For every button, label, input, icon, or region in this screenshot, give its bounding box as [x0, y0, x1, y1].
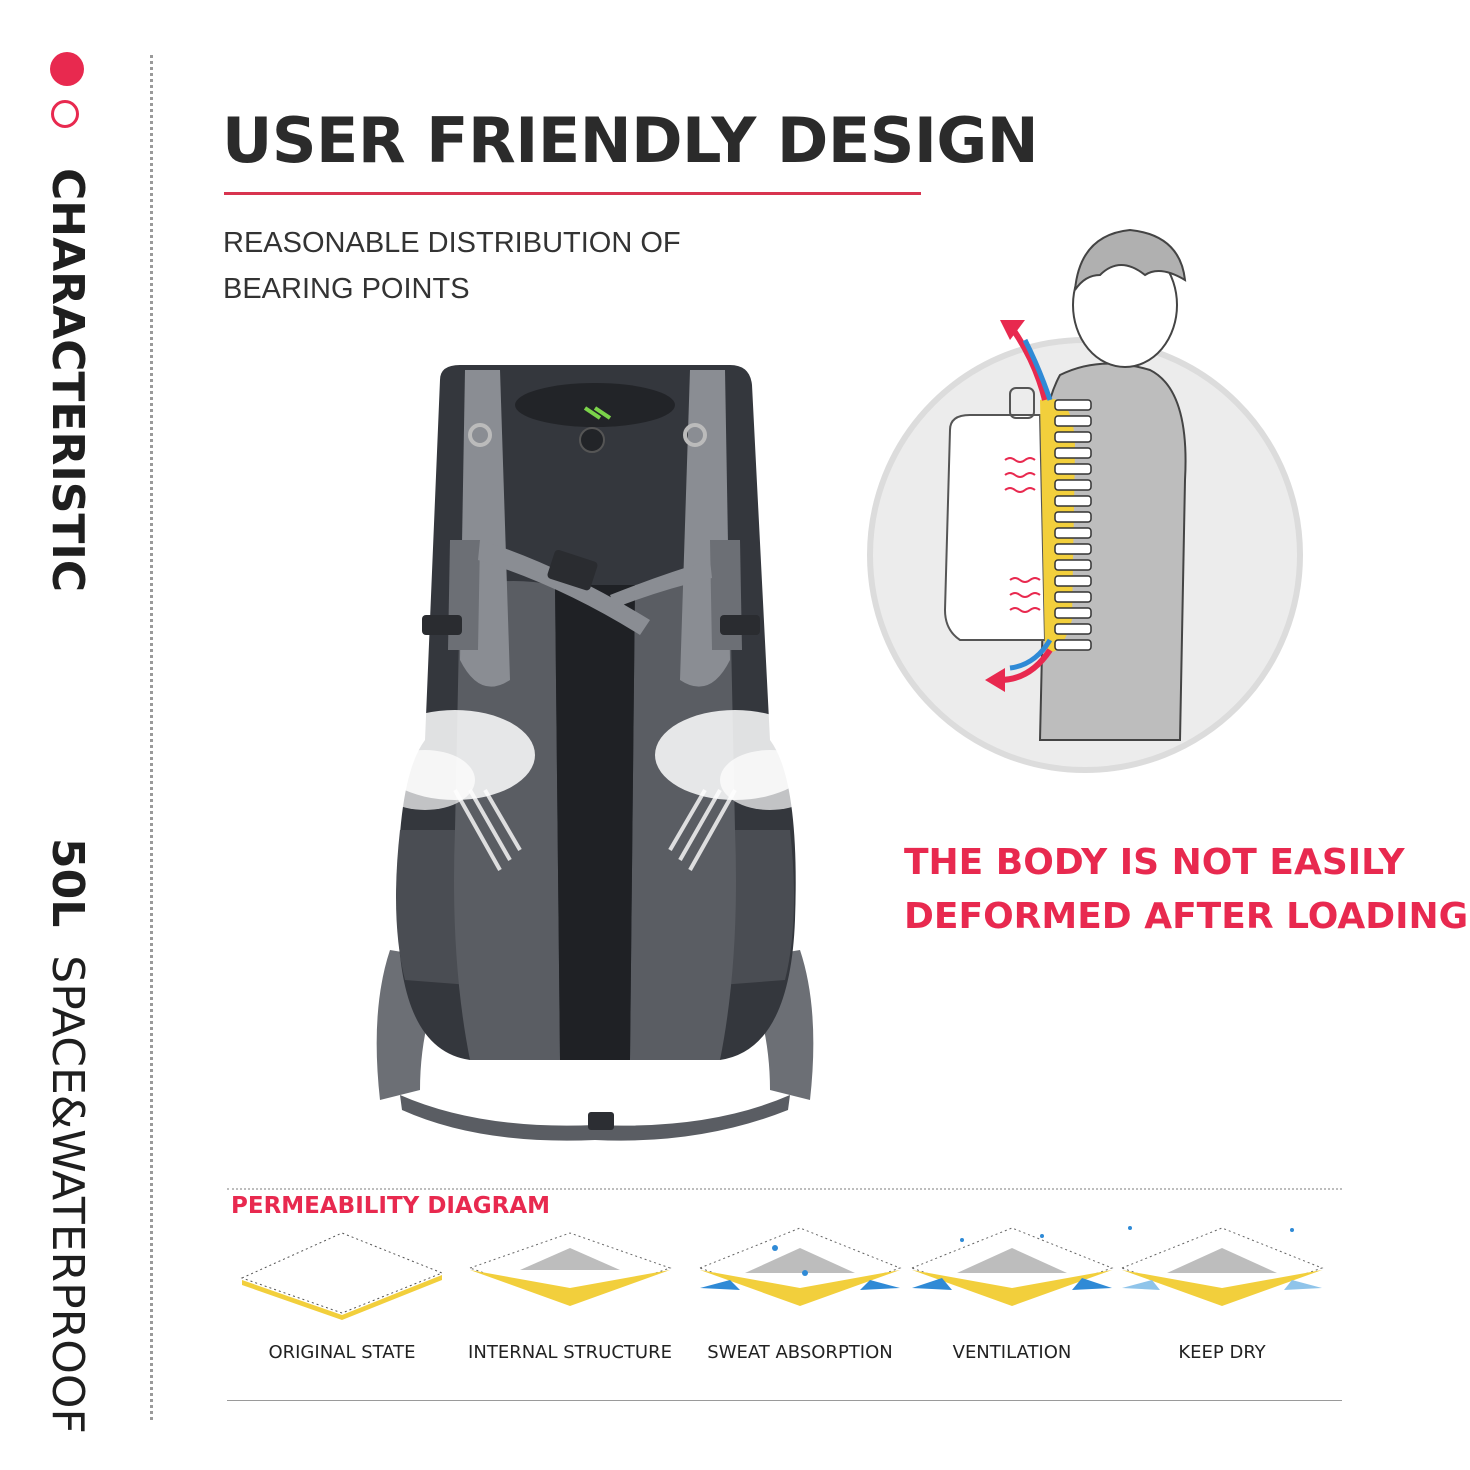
dotted-divider-vertical — [150, 55, 153, 1420]
permeability-item-original: ORIGINAL STATE — [232, 1218, 452, 1378]
bottom-divider — [227, 1400, 1342, 1401]
layer-keep-dry-icon — [1120, 1226, 1324, 1306]
side-capacity-label: 50L SPACE&WATERPROOF — [42, 838, 93, 1434]
permeability-item-ventilation: VENTILATION — [902, 1218, 1122, 1378]
permeability-label: INTERNAL STRUCTURE — [468, 1342, 672, 1363]
layer-internal-structure-icon — [468, 1232, 672, 1306]
permeability-label: KEEP DRY — [1178, 1342, 1266, 1363]
capacity-description: SPACE&WATERPROOF — [42, 955, 93, 1434]
capacity-value: 50L — [42, 838, 93, 928]
spine-support-illustration — [867, 228, 1303, 773]
permeability-label: VENTILATION — [952, 1342, 1072, 1363]
page-title: USER FRIENDLY DESIGN — [222, 104, 1039, 177]
title-underline — [224, 192, 921, 195]
backpack-back-image — [375, 365, 820, 1141]
subtitle: REASONABLE DISTRIBUTION OF BEARING POINT… — [223, 220, 743, 312]
dotted-divider-horizontal — [227, 1188, 1342, 1190]
load-caption-line-1: THE BODY IS NOT EASILY — [904, 842, 1405, 883]
subtitle-line-2: BEARING POINTS — [223, 273, 470, 305]
permeability-title: PERMEABILITY DIAGRAM — [231, 1193, 551, 1219]
load-caption-line-2: DEFORMED AFTER LOADING. — [904, 896, 1470, 937]
layer-original-state-icon — [240, 1232, 444, 1320]
permeability-label: SWEAT ABSORPTION — [707, 1342, 893, 1363]
layer-ventilation-icon — [910, 1227, 1114, 1306]
indicator-dot-filled — [50, 52, 84, 86]
permeability-item-keep-dry: KEEP DRY — [1112, 1218, 1332, 1378]
load-caption: THE BODY IS NOT EASILY DEFORMED AFTER LO… — [904, 836, 1470, 944]
permeability-item-internal: INTERNAL STRUCTURE — [460, 1218, 680, 1378]
indicator-dot-ring — [51, 100, 79, 128]
permeability-item-sweat: SWEAT ABSORPTION — [690, 1218, 910, 1378]
layer-sweat-absorption-icon — [698, 1227, 902, 1306]
subtitle-line-1: REASONABLE DISTRIBUTION OF — [223, 227, 681, 259]
side-characteristic-label: CHARACTERISTIC — [42, 168, 93, 593]
permeability-label: ORIGINAL STATE — [268, 1342, 416, 1363]
